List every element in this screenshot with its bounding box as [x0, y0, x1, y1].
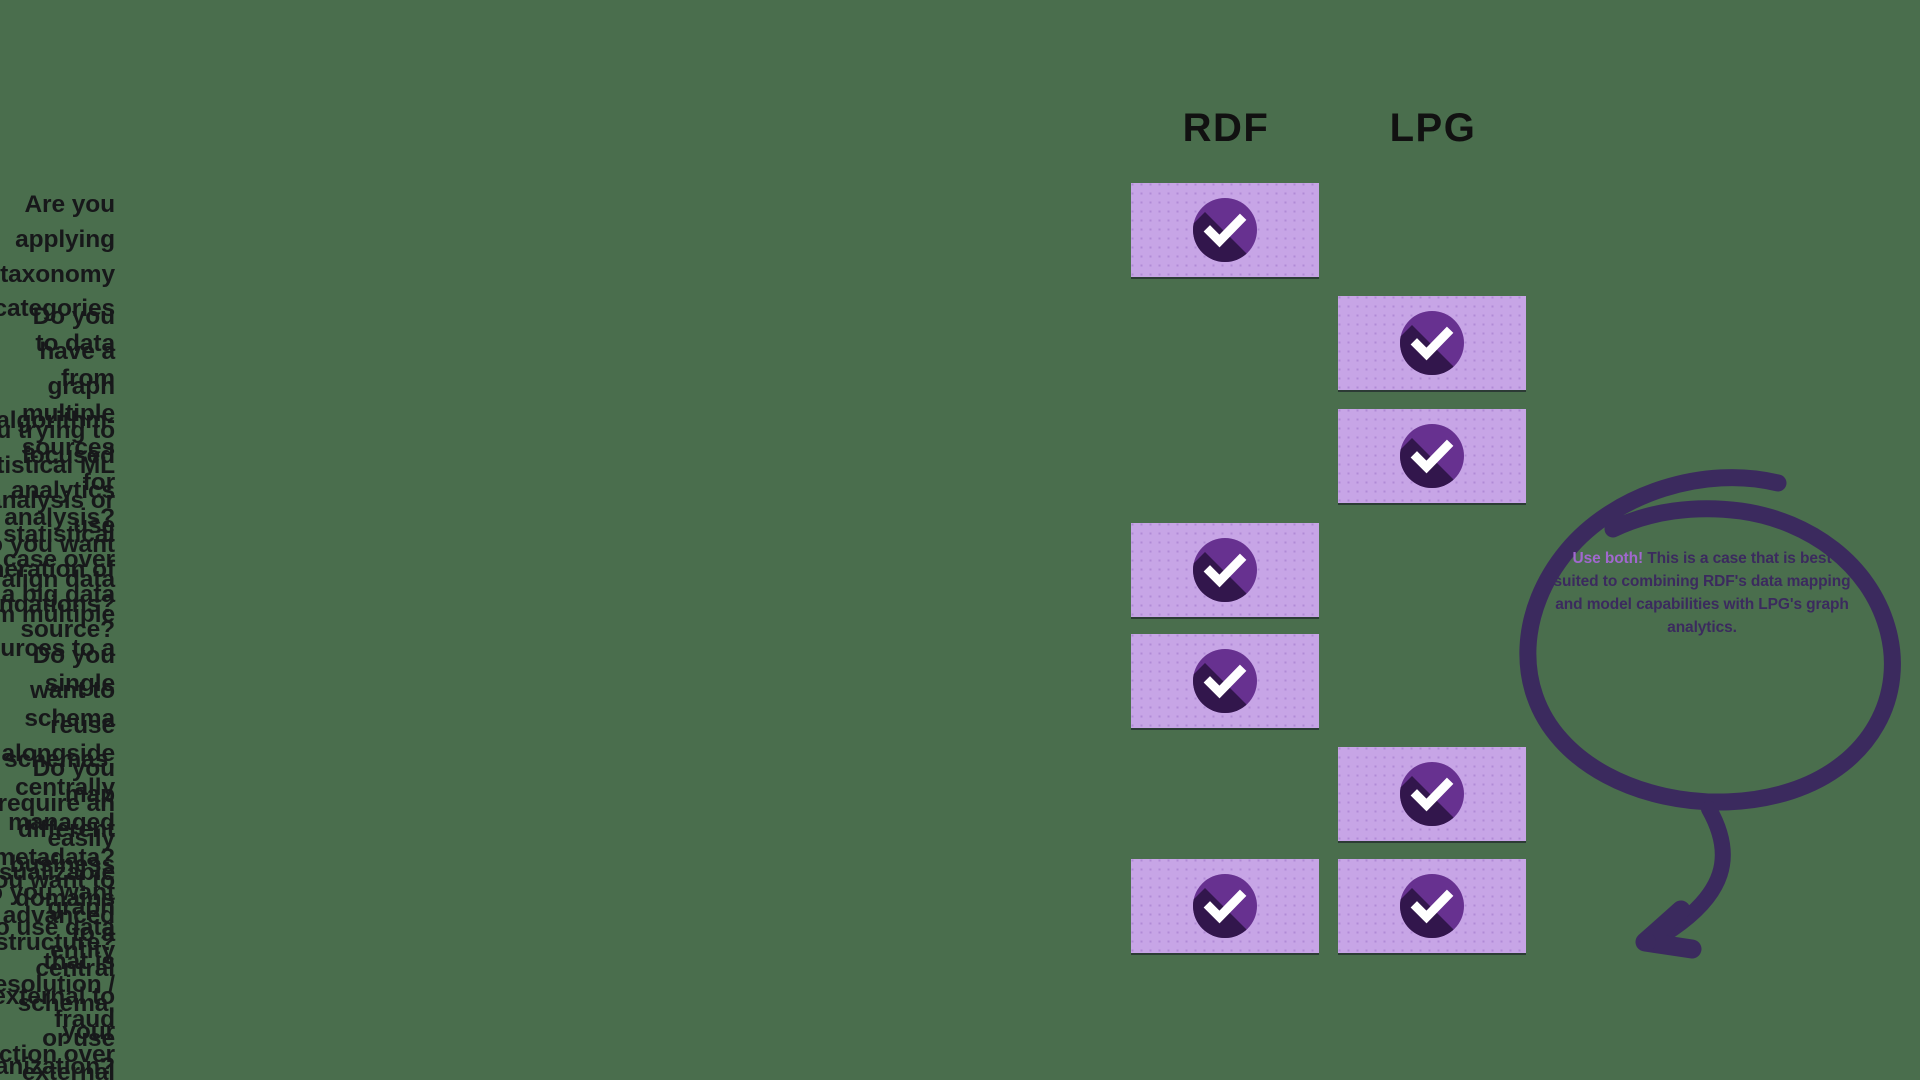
- question-text-3: Are you trying to do a statistical ML an…: [0, 417, 115, 618]
- question-text-4: Do you want to align data from multiple …: [0, 531, 116, 1080]
- question-text-7: Do you want to do advanced entity resolu…: [0, 867, 115, 1080]
- question-text-1: Are you applying taxonomy categories to …: [0, 191, 115, 532]
- question-text-2: Do you have a graph algorithm-focused an…: [0, 303, 115, 644]
- column-header-rdf: RDF: [1182, 106, 1270, 150]
- check-cell-rdf-7: [1131, 859, 1319, 953]
- check-cell-rdf-5: [1131, 634, 1319, 728]
- checkmark-icon: [1400, 874, 1464, 938]
- checkmark-icon: [1193, 874, 1257, 938]
- check-cell-lpg-6: [1338, 747, 1526, 841]
- check-cell-lpg-7: [1338, 859, 1526, 953]
- check-cell-rdf-4: [1131, 523, 1319, 617]
- checkmark-icon: [1193, 649, 1257, 713]
- column-header-lpg: LPG: [1389, 106, 1477, 150]
- checkmark-icon: [1193, 198, 1257, 262]
- annotation-callout: [1495, 455, 1920, 965]
- checkmark-icon: [1193, 538, 1257, 602]
- checkmark-icon: [1400, 424, 1464, 488]
- question-text-5: Do you want to reuse schemas, map differ…: [4, 642, 115, 1080]
- check-cell-lpg-2: [1338, 296, 1526, 390]
- check-cell-lpg-3: [1338, 409, 1526, 503]
- checkmark-icon: [1400, 311, 1464, 375]
- annotation-text: Use both! This is a case that is best su…: [1552, 548, 1852, 640]
- annotation-body: This is a case that is best suited to co…: [1553, 550, 1851, 636]
- annotation-lead: Use both!: [1572, 550, 1644, 567]
- check-cell-rdf-1: [1131, 183, 1319, 277]
- question-text-6: Do you require an easily visualizable gr…: [0, 755, 116, 956]
- checkmark-icon: [1400, 762, 1464, 826]
